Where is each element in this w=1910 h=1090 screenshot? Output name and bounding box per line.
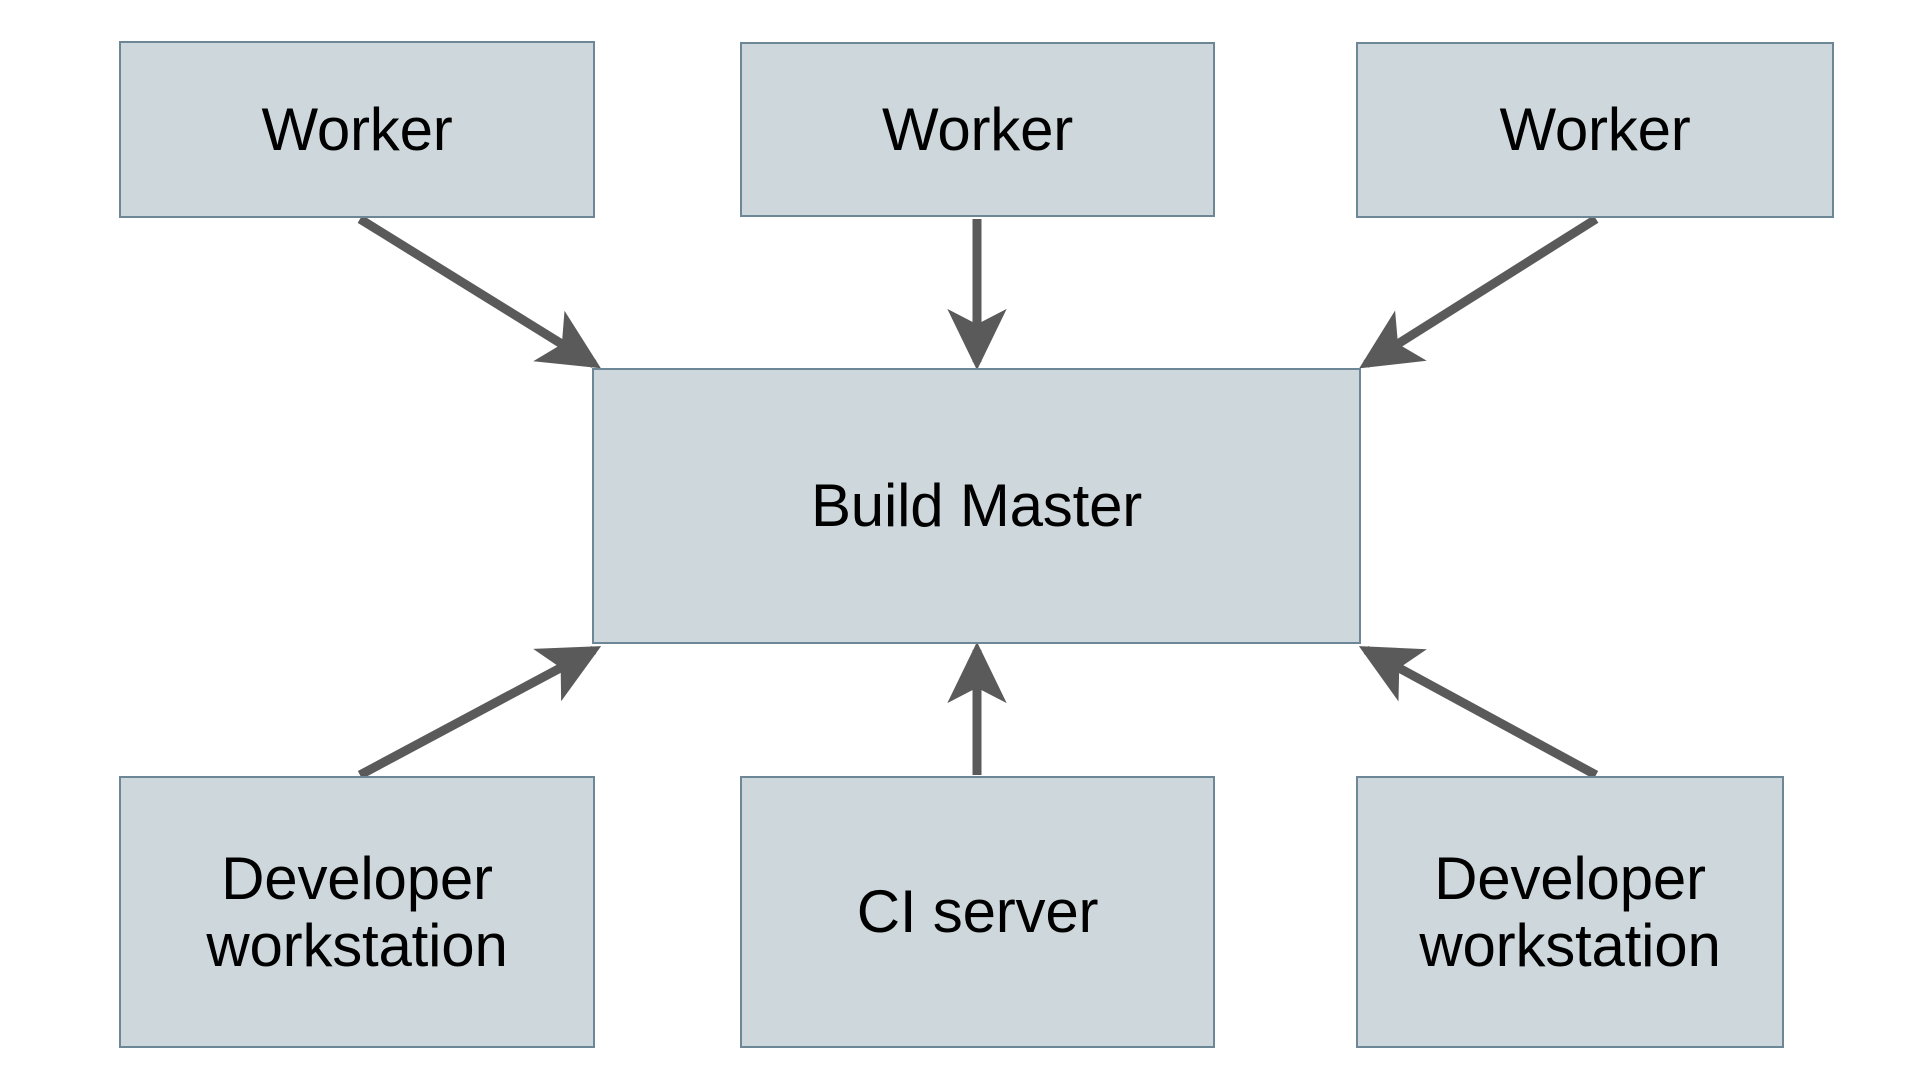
node-label-worker-3: Worker (1499, 96, 1691, 164)
node-developer-workstation-left[interactable]: Developer workstation (119, 776, 595, 1048)
node-label-ci-server: CI server (856, 878, 1099, 946)
edge-dev-right-to-master (1358, 646, 1599, 779)
node-label-developer-workstation-right: Developer workstation (1419, 844, 1721, 979)
node-build-master[interactable]: Build Master (592, 368, 1361, 644)
node-label-developer-workstation-left: Developer workstation (206, 844, 508, 979)
node-worker-2[interactable]: Worker (740, 42, 1215, 217)
edge-worker-1-to-master (357, 215, 601, 369)
node-worker-3[interactable]: Worker (1356, 42, 1834, 218)
node-label-build-master: Build Master (810, 472, 1143, 540)
edge-worker-3-to-master (1359, 215, 1599, 369)
node-worker-1[interactable]: Worker (119, 41, 595, 218)
node-developer-workstation-right[interactable]: Developer workstation (1356, 776, 1784, 1048)
node-label-worker-1: Worker (261, 95, 453, 163)
node-label-worker-2: Worker (881, 95, 1074, 163)
node-ci-server[interactable]: CI server (740, 776, 1215, 1048)
edge-dev-left-to-master (357, 646, 602, 779)
